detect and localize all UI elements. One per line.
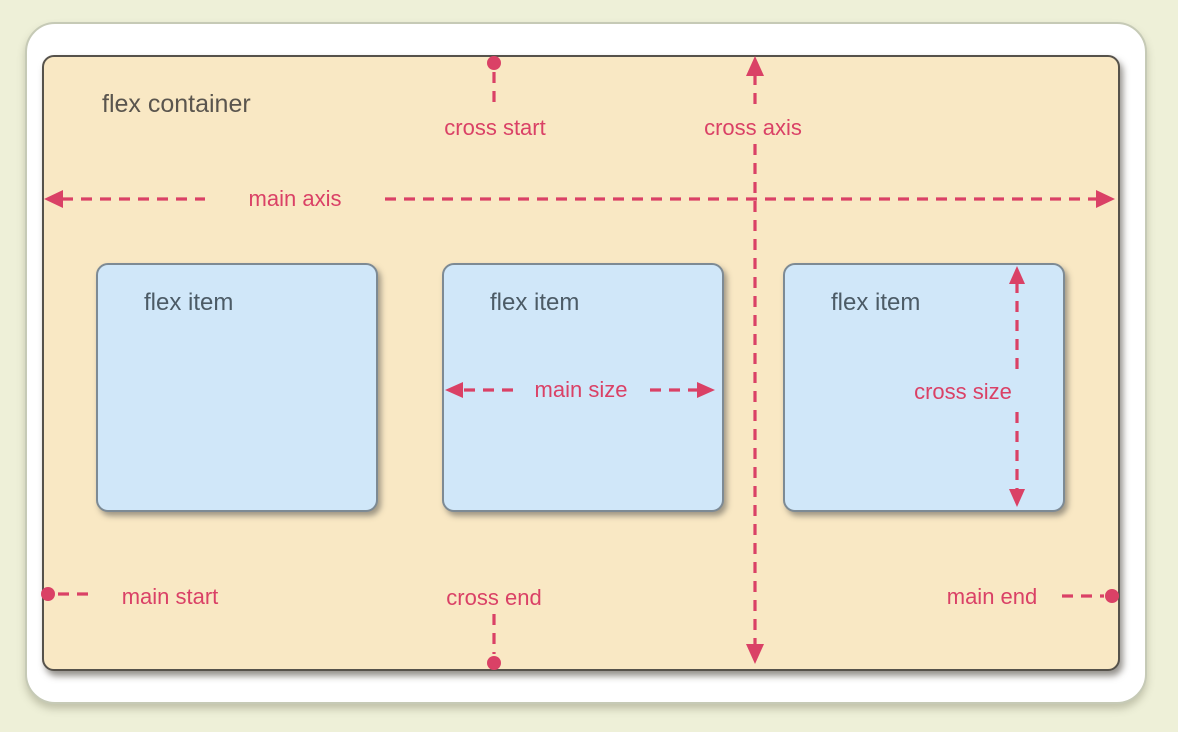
flex-item-2: flex item — [442, 263, 724, 512]
flex-item-1: flex item — [96, 263, 378, 512]
main-start-label: main start — [121, 584, 219, 609]
main-end-label: main end — [946, 584, 1038, 609]
flex-item-3-label: flex item — [831, 289, 921, 316]
flex-container-box: flex container flex item flex item flex … — [42, 55, 1120, 671]
cross-axis-label: cross axis — [704, 115, 802, 140]
cross-size-label: cross size — [914, 379, 1012, 404]
flex-item-2-label: flex item — [490, 289, 580, 316]
flex-container-label: flex container — [102, 90, 251, 118]
main-size-label: main size — [534, 377, 628, 402]
flex-item-1-label: flex item — [144, 289, 234, 316]
cross-start-label: cross start — [444, 115, 546, 140]
main-axis-label: main axis — [248, 186, 342, 211]
cross-end-label: cross end — [446, 585, 542, 610]
